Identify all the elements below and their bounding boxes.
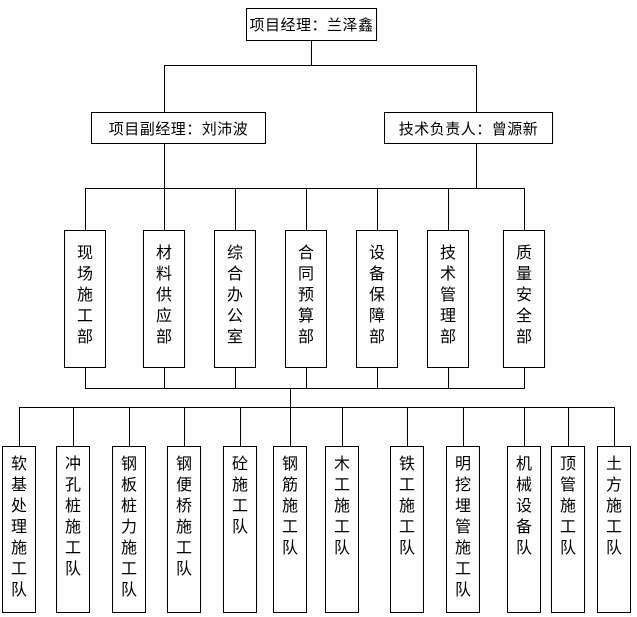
connector-line bbox=[290, 388, 291, 407]
connector-line bbox=[568, 407, 569, 446]
connector-line bbox=[85, 388, 525, 389]
connector-line bbox=[129, 407, 130, 446]
team-box-4: 钢 便 桥 施 工 队 bbox=[167, 446, 201, 613]
connector-line bbox=[164, 188, 165, 230]
department-box-5: 设 备 保 障 部 bbox=[356, 230, 398, 368]
connector-line bbox=[463, 407, 464, 446]
project-manager-box: 项目经理：兰泽鑫 bbox=[246, 8, 377, 41]
deputy-project-manager-box: 项目副经理：刘沛波 bbox=[91, 112, 266, 144]
connector-line bbox=[524, 188, 525, 230]
connector-line bbox=[85, 188, 525, 189]
connector-line bbox=[377, 368, 378, 388]
connector-line bbox=[524, 407, 525, 446]
team-box-12: 土 方 施 工 队 bbox=[597, 446, 631, 613]
connector-line bbox=[19, 407, 20, 446]
department-box-1: 现 场 施 工 部 bbox=[64, 230, 106, 368]
connector-line bbox=[476, 144, 477, 188]
team-box-1: 软 基 处 理 施 工 队 bbox=[2, 446, 36, 613]
connector-line bbox=[614, 407, 615, 446]
team-box-8: 铁 工 施 工 队 bbox=[390, 446, 424, 613]
connector-line bbox=[240, 407, 241, 446]
team-box-9: 明 挖 埋 管 施 工 队 bbox=[446, 446, 480, 613]
connector-line bbox=[342, 407, 343, 446]
department-box-4: 合 同 预 算 部 bbox=[285, 230, 327, 368]
team-box-2: 冲 孔 桩 施 工 队 bbox=[56, 446, 90, 613]
team-box-11: 顶 管 施 工 队 bbox=[551, 446, 585, 613]
department-box-2: 材 料 供 应 部 bbox=[143, 230, 185, 368]
team-box-3: 钢 板 桩 力 施 工 队 bbox=[112, 446, 146, 613]
connector-line bbox=[164, 65, 165, 112]
department-box-6: 技 术 管 理 部 bbox=[427, 230, 469, 368]
connector-line bbox=[235, 368, 236, 388]
department-box-7: 质 量 安 全 部 bbox=[503, 230, 545, 368]
connector-line bbox=[235, 188, 236, 230]
connector-line bbox=[290, 407, 291, 446]
connector-line bbox=[164, 65, 477, 66]
connector-line bbox=[19, 407, 615, 408]
technical-director-box: 技术负责人：曾源新 bbox=[384, 112, 553, 144]
connector-line bbox=[407, 407, 408, 446]
team-box-10: 机 械 设 备 队 bbox=[507, 446, 541, 613]
connector-line bbox=[524, 368, 525, 388]
connector-line bbox=[85, 188, 86, 230]
connector-line bbox=[476, 65, 477, 112]
team-box-5: 砼 施 工 队 bbox=[223, 446, 257, 613]
connector-line bbox=[311, 41, 312, 65]
team-box-6: 钢 筋 施 工 队 bbox=[273, 446, 307, 613]
connector-line bbox=[377, 188, 378, 230]
connector-line bbox=[306, 368, 307, 388]
connector-line bbox=[85, 368, 86, 388]
connector-line bbox=[184, 407, 185, 446]
connector-line bbox=[306, 188, 307, 230]
connector-line bbox=[448, 188, 449, 230]
connector-line bbox=[164, 144, 165, 188]
connector-line bbox=[73, 407, 74, 446]
connector-line bbox=[448, 368, 449, 388]
department-box-3: 综 合 办 公 室 bbox=[214, 230, 256, 368]
team-box-7: 木 工 施 工 队 bbox=[325, 446, 359, 613]
connector-line bbox=[164, 368, 165, 388]
